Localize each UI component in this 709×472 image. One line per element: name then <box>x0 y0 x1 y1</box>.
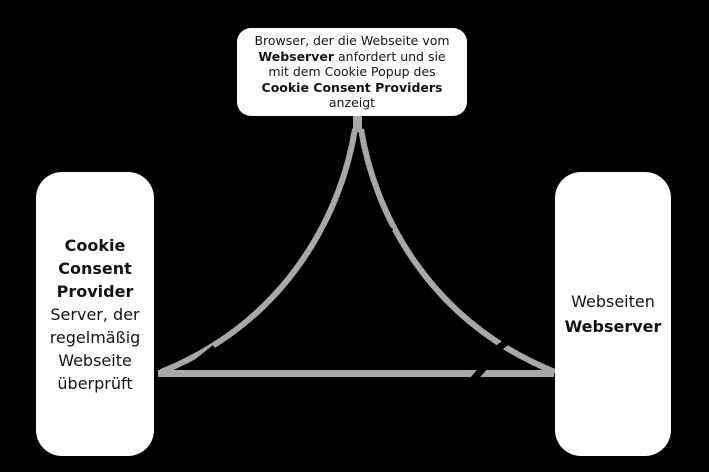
ccp-title-line: Cookie <box>64 235 126 255</box>
browser-text-line: anzeigt <box>328 95 376 111</box>
browser-text-line: mit dem Cookie Popup des <box>268 64 436 80</box>
ccp-subtitle-line: Server, der <box>50 304 140 324</box>
webserver-text-line: Webseiten <box>571 292 655 311</box>
browser-text-line: Browser, der die Webseite vom <box>254 33 450 49</box>
browser-text-rest: anfordert und sie <box>334 48 446 64</box>
browser-text-bold-line: Cookie Consent Providers <box>261 79 443 95</box>
node-webserver: Webseiten Webserver <box>555 172 671 456</box>
node-cookie-consent-provider: Cookie Consent Provider Server, der rege… <box>36 172 154 456</box>
ccp-title-line: Consent <box>58 258 132 278</box>
webserver-text-bold-line: Webserver <box>564 317 662 336</box>
ccp-subtitle-line: regelmäßig <box>49 327 141 347</box>
ccp-subtitle-line: überprüft <box>57 373 133 393</box>
edge-gap <box>323 212 348 235</box>
ccp-subtitle-line: Webseite <box>58 350 132 370</box>
edge-gap <box>484 337 512 360</box>
edge-browser-webserver <box>358 128 557 375</box>
node-browser: Browser, der die Webseite vom Webserver … <box>237 28 467 116</box>
browser-text-line: Webserver anfordert und sie <box>258 49 445 65</box>
edge-gap <box>468 361 490 385</box>
edge-gap <box>368 212 394 235</box>
browser-text-bold: Webserver <box>258 48 335 64</box>
edge-browser-ccp <box>159 128 358 375</box>
edge-gap <box>192 345 218 367</box>
ccp-title-line: Provider <box>56 281 134 301</box>
